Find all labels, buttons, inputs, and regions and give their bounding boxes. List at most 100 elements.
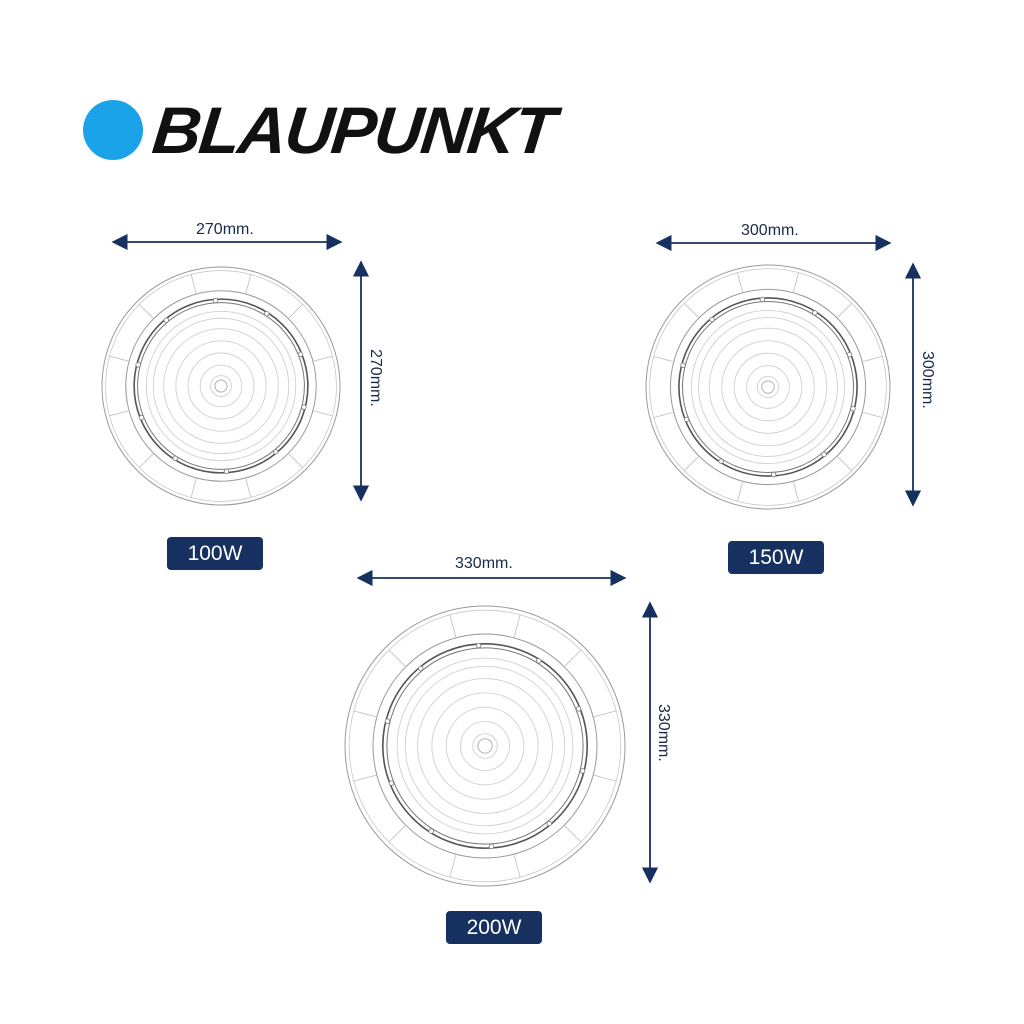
screw-icon xyxy=(575,706,582,712)
screw-icon xyxy=(846,351,853,358)
lens-ring xyxy=(152,317,290,455)
dimension-height-100w: 270mm. xyxy=(367,349,384,407)
lens-ring xyxy=(472,733,498,759)
fin-divider xyxy=(684,303,700,319)
screw-icon xyxy=(546,820,552,827)
screw-icon xyxy=(297,351,304,358)
fin-divider xyxy=(312,355,333,362)
screw-icon xyxy=(272,449,279,455)
bezel-ring xyxy=(381,642,588,849)
fin-divider xyxy=(736,481,744,502)
fin-divider xyxy=(513,614,521,638)
fin-divider xyxy=(245,274,252,295)
lens-ring xyxy=(210,375,232,397)
lamp-drawing-200w xyxy=(344,605,626,887)
fin-divider xyxy=(653,411,674,419)
lens-ring xyxy=(733,352,803,422)
fin-divider xyxy=(449,614,457,638)
fin-divider xyxy=(836,303,852,319)
screw-icon xyxy=(709,316,715,323)
fin-divider xyxy=(139,304,154,319)
bezel-ring-inner xyxy=(386,647,584,845)
bezel-ring-inner xyxy=(137,302,305,470)
screw-icon xyxy=(212,297,219,304)
bezel-ring xyxy=(133,298,309,474)
screw-icon xyxy=(135,362,141,368)
dimension-height-150w: 300mm. xyxy=(919,351,936,409)
fin-inner-ring xyxy=(372,633,598,859)
fin-divider xyxy=(388,649,407,668)
outer-ring xyxy=(645,264,891,510)
lens-ring xyxy=(396,657,574,835)
wattage-badge-100w: 100W xyxy=(167,537,263,570)
lens-center xyxy=(477,738,493,754)
screw-icon xyxy=(770,471,777,478)
wattage-badge-200w: 200W xyxy=(446,911,542,944)
screw-icon xyxy=(759,296,766,303)
fin-divider xyxy=(449,854,457,878)
fin-inner-ring xyxy=(669,288,867,486)
screw-icon xyxy=(418,665,424,672)
outer-ring xyxy=(344,605,626,887)
lens-ring xyxy=(460,721,510,771)
screw-icon xyxy=(301,404,307,410)
screw-icon xyxy=(821,451,827,458)
wattage-badge-150w: 150W xyxy=(728,541,824,574)
fin-divider xyxy=(593,710,617,718)
fin-divider xyxy=(792,272,800,293)
bezel-ring xyxy=(678,297,858,477)
fin-divider xyxy=(190,274,197,295)
outer-ring xyxy=(101,266,341,506)
screw-icon xyxy=(488,843,495,850)
screw-icon xyxy=(172,455,178,462)
fin-inner-ring xyxy=(125,290,317,482)
fin-divider xyxy=(513,854,521,878)
fin-divider xyxy=(109,410,130,417)
lens-ring xyxy=(431,692,539,800)
screw-icon xyxy=(475,642,482,649)
lens-ring xyxy=(175,340,267,432)
lens-ring xyxy=(163,328,279,444)
fin-divider xyxy=(862,411,883,419)
fin-divider xyxy=(312,410,333,417)
lens-ring xyxy=(756,375,780,399)
screw-icon xyxy=(680,362,686,368)
lamp-drawing-150w xyxy=(645,264,891,510)
dimension-width-150w: 300mm. xyxy=(741,222,799,239)
lens-center xyxy=(761,380,775,394)
fin-divider xyxy=(684,455,700,471)
fin-divider xyxy=(792,481,800,502)
screw-icon xyxy=(718,458,724,464)
lens-ring xyxy=(746,365,790,409)
lens-ring xyxy=(721,340,815,434)
fin-divider xyxy=(353,710,377,718)
lens-ring xyxy=(199,364,243,408)
screw-icon xyxy=(812,310,818,316)
lens-ring xyxy=(145,310,297,462)
outer-ring-inner xyxy=(105,270,337,502)
fin-divider xyxy=(563,649,582,668)
fin-divider xyxy=(288,453,303,468)
screw-icon xyxy=(138,414,145,421)
screw-icon xyxy=(536,658,542,664)
fin-divider xyxy=(388,824,407,843)
outer-ring-inner xyxy=(348,609,622,883)
lens-ring xyxy=(698,317,838,457)
outer-ring-inner xyxy=(649,268,887,506)
screw-icon xyxy=(163,317,170,323)
lens-ring xyxy=(708,327,828,447)
screw-icon xyxy=(850,406,856,412)
brand-logo-text: BLAUPUNKT xyxy=(149,93,558,167)
screw-icon xyxy=(683,416,690,423)
fin-divider xyxy=(139,453,154,468)
lens-ring xyxy=(404,665,566,827)
screw-icon xyxy=(388,780,395,786)
dimension-height-200w: 330mm. xyxy=(655,704,672,762)
screw-icon xyxy=(579,768,586,774)
screw-icon xyxy=(264,310,270,317)
lens-ring xyxy=(445,706,525,786)
dimension-width-200w: 330mm. xyxy=(455,555,513,572)
brand-dot-icon xyxy=(83,100,143,160)
lens-ring xyxy=(417,678,553,814)
